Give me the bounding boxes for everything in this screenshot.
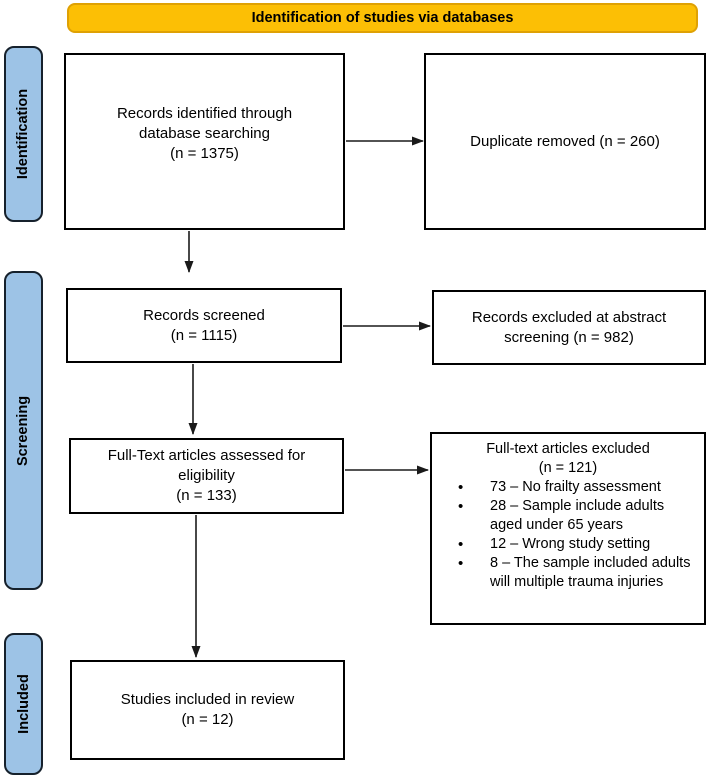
stage-identification: Identification [4, 46, 43, 222]
exclusion-reason-item: 73 – No frailty assessment [450, 478, 696, 497]
box-records-excluded-abstract-text: Records excluded at abstract screening (… [471, 308, 667, 346]
stage-identification-label: Identification [15, 88, 32, 180]
box-records-excluded-abstract: Records excluded at abstract screening (… [432, 290, 706, 365]
exclusion-reason-item: 12 – Wrong study setting [450, 535, 696, 554]
box-studies-included: Studies included in review (n = 12) [70, 660, 345, 760]
box-fulltext-assessed: Full-Text articles assessed for eligibil… [69, 438, 344, 514]
exclusion-reason-item: 8 – The sample included adults will mult… [450, 554, 696, 592]
banner-identification-via-databases: Identification of studies via databases [67, 3, 698, 33]
box-duplicates-removed: Duplicate removed (n = 260) [424, 53, 706, 230]
box-records-screened-count: (n = 1115) [170, 326, 238, 344]
stage-included-label: Included [15, 674, 32, 734]
banner-label: Identification of studies via databases [251, 10, 514, 26]
exclusion-reason-item: 28 – Sample include adults aged under 65… [450, 497, 696, 535]
box-duplicates-removed-text: Duplicate removed (n = 260) [470, 132, 660, 150]
box-records-identified-count: (n = 1375) [170, 144, 239, 162]
box-records-identified-text: Records identified through database sear… [116, 104, 293, 142]
stage-screening-label: Screening [15, 395, 32, 466]
box-fulltext-excluded-title: Full-text articles excluded [486, 441, 650, 457]
box-fulltext-excluded: Full-text articles excluded (n = 121) 73… [430, 432, 706, 625]
box-records-identified: Records identified through database sear… [64, 53, 345, 230]
stage-included: Included [4, 633, 43, 775]
box-fulltext-assessed-text: Full-Text articles assessed for eligibil… [107, 447, 306, 484]
fulltext-excluded-reasons-list: 73 – No frailty assessment 28 – Sample i… [450, 478, 696, 592]
box-studies-included-text: Studies included in review [120, 691, 295, 708]
box-fulltext-excluded-count: (n = 121) [538, 460, 598, 476]
stage-screening: Screening [4, 271, 43, 590]
box-records-screened: Records screened (n = 1115) [66, 288, 342, 363]
box-records-screened-text: Records screened [143, 306, 265, 324]
box-studies-included-count: (n = 12) [181, 711, 234, 728]
box-fulltext-assessed-count: (n = 133) [176, 487, 237, 504]
